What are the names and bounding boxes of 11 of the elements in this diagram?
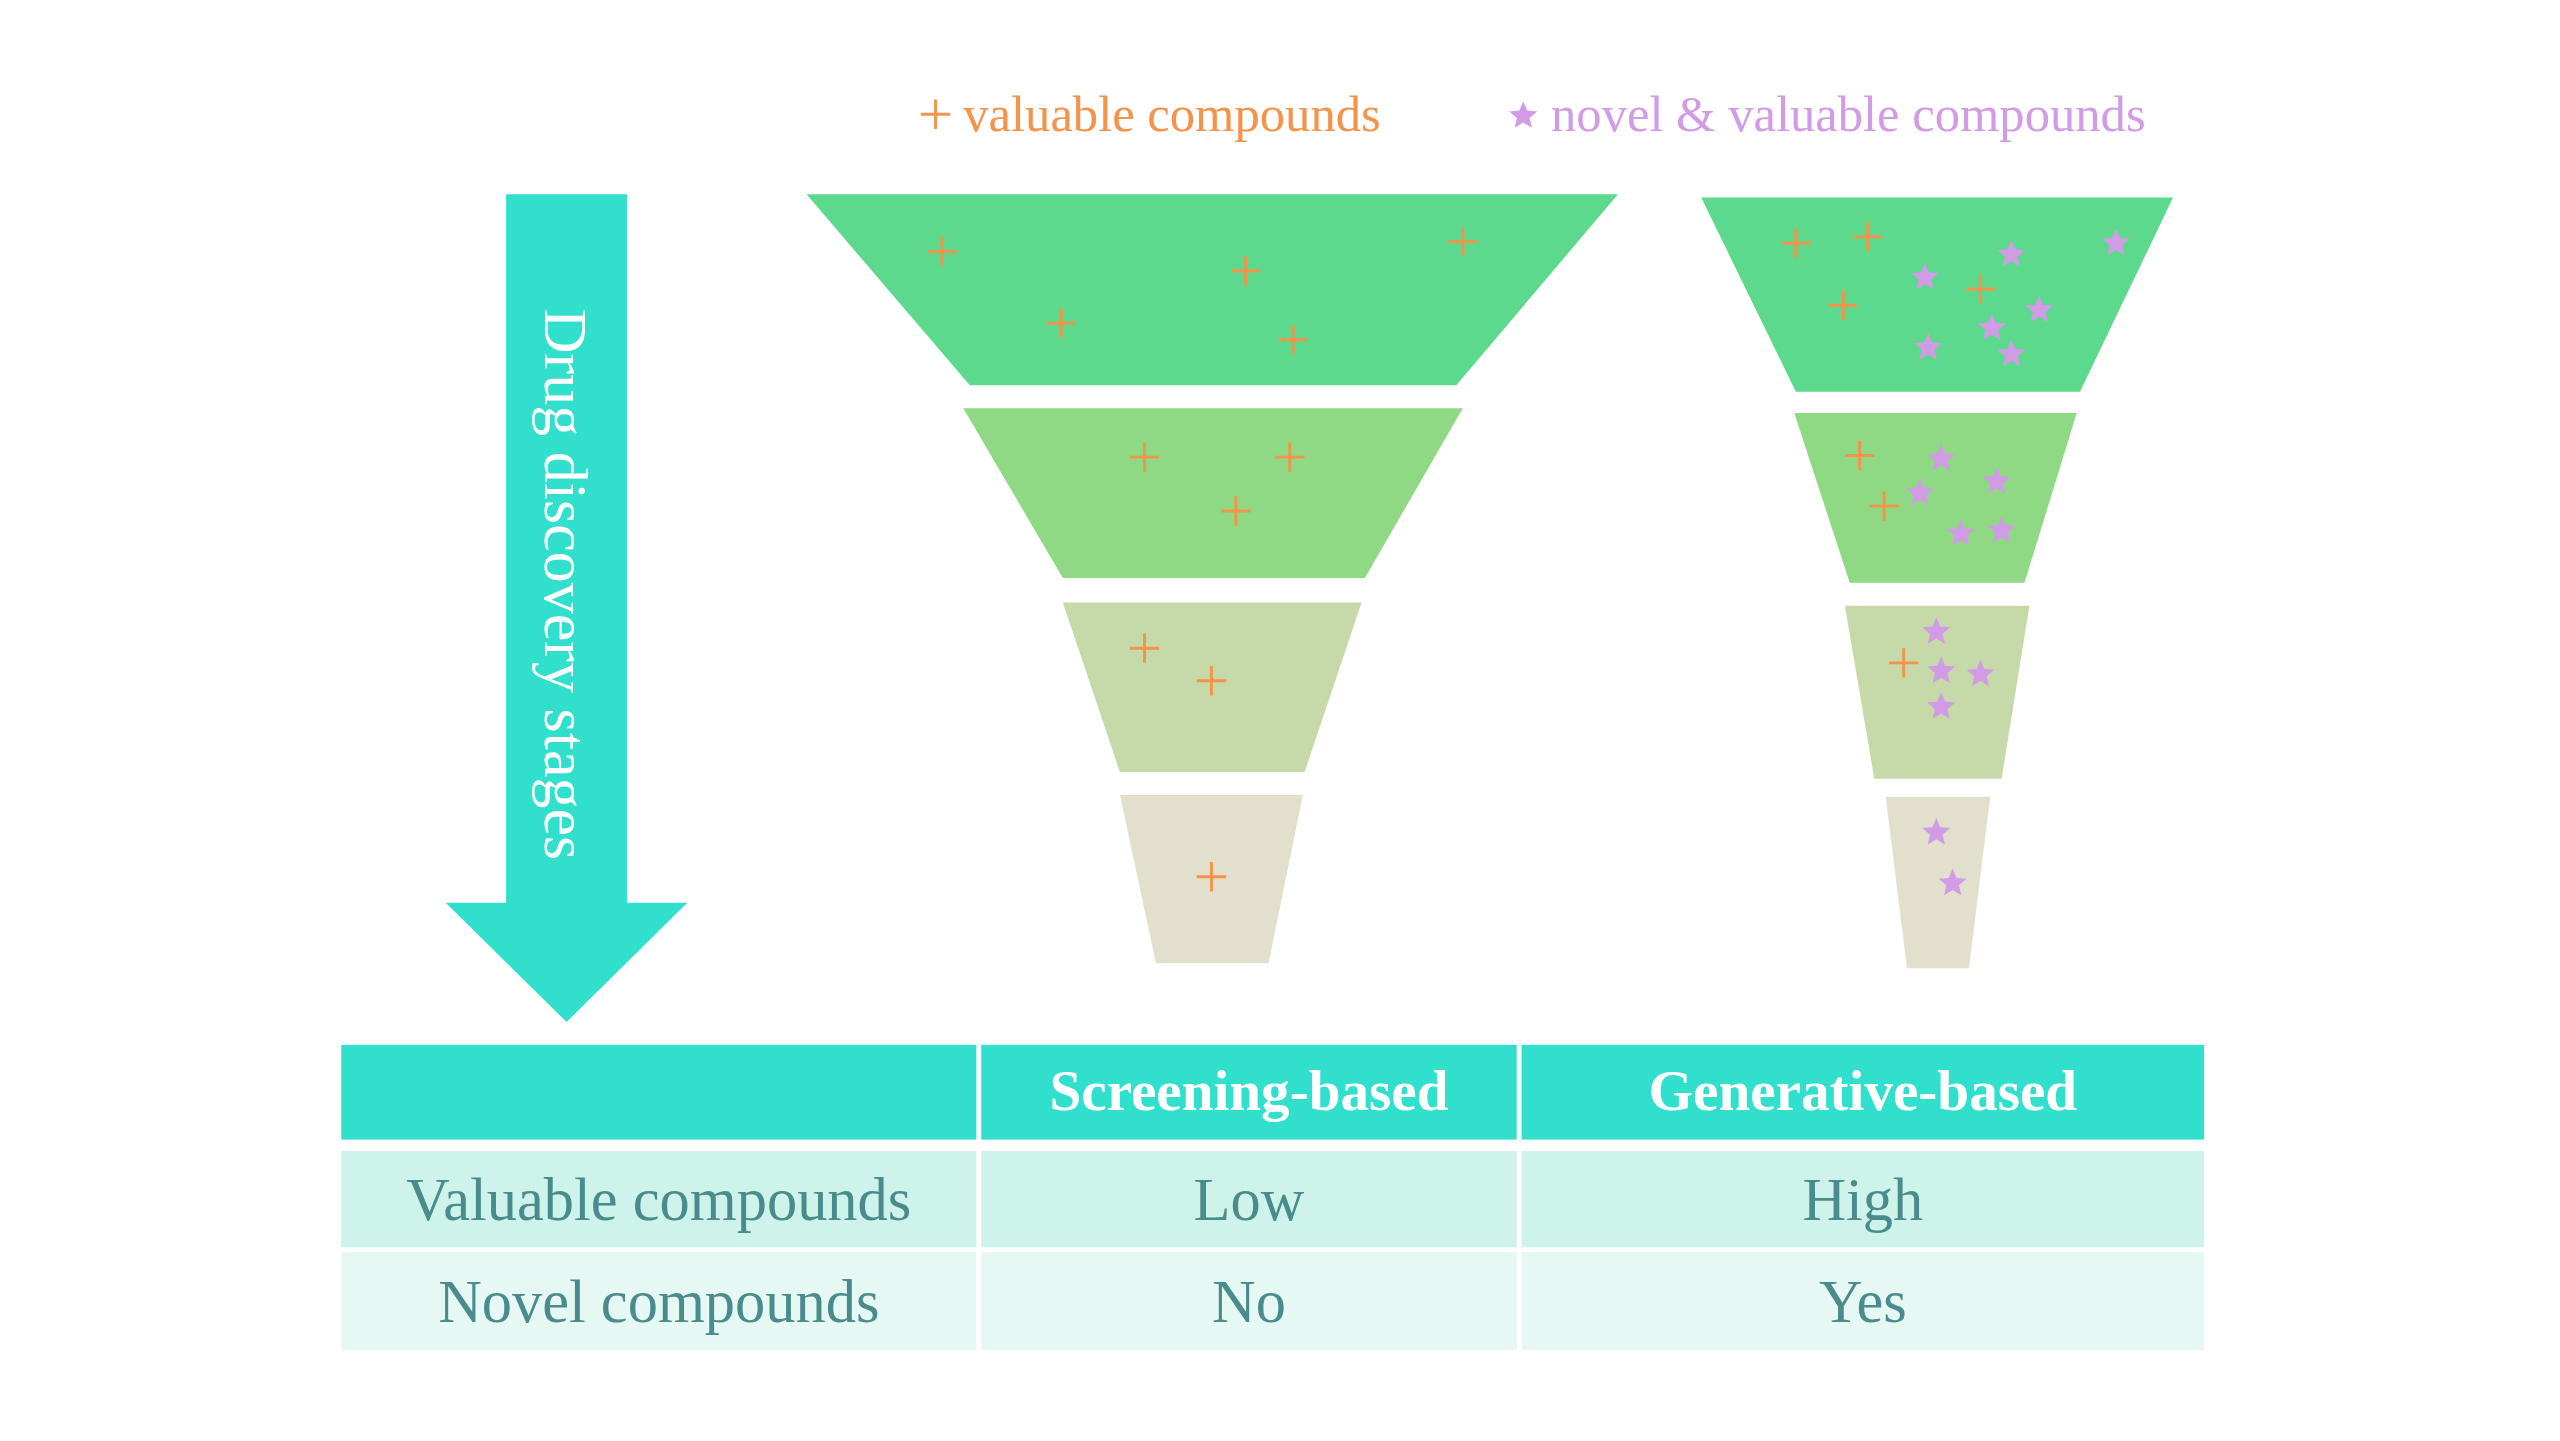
row-header: Valuable compounds: [406, 1164, 912, 1235]
legend-text: novel & valuable compounds: [1551, 83, 2146, 145]
cell-text: No: [1212, 1266, 1286, 1337]
cell-text: High: [1802, 1164, 1924, 1235]
row-header: Novel compounds: [438, 1266, 880, 1337]
column-header: Generative-based: [1648, 1059, 2078, 1125]
cell-text: Yes: [1818, 1266, 1907, 1337]
cell-text: Low: [1193, 1164, 1305, 1235]
legend-text: valuable compounds: [963, 83, 1381, 145]
column-header: Screening-based: [1049, 1059, 1449, 1125]
axis-label: Drug discovery stages: [531, 308, 602, 861]
